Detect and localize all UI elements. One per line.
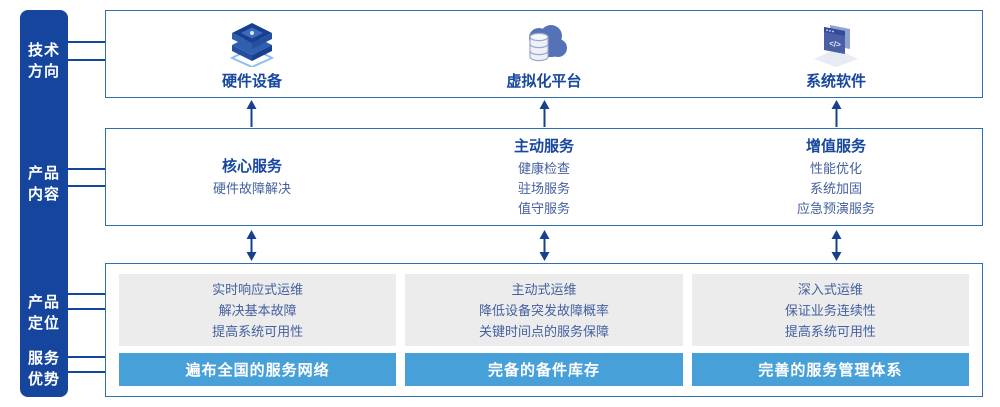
arrow-row-bottom	[105, 230, 983, 261]
positioning-point: 提高系统可用性	[784, 323, 876, 339]
positioning-point: 提高系统可用性	[212, 323, 304, 339]
positioning-point: 保证业务连续性	[784, 302, 876, 318]
arrow-cell	[105, 100, 398, 127]
connector-line	[66, 168, 106, 170]
sidebar-label-product-content: 产品 内容	[27, 165, 60, 203]
advantage-bar: 完善的服务管理体系	[691, 353, 969, 386]
double-arrow-icon	[831, 230, 842, 261]
positioning-panel: 实时响应式运维 解决基本故障 提高系统可用性	[119, 274, 397, 346]
positioning-point: 解决基本故障	[218, 302, 297, 318]
connector-line	[66, 293, 106, 295]
connector-line	[66, 41, 106, 43]
server-stack-icon	[229, 22, 275, 67]
service-column-value-added: 增值服务 性能优化 系统加固 应急预演服务	[690, 129, 982, 225]
service-item: 硬件故障解决	[212, 181, 291, 196]
tech-item-label: 虚拟化平台	[506, 72, 582, 90]
svg-text:</>: </>	[829, 39, 842, 49]
up-arrow-icon	[831, 100, 842, 127]
sidebar-label-product-positioning: 产品 定位	[27, 294, 60, 332]
service-item: 系统加固	[809, 181, 862, 196]
positioning-column-proactive: 主动式运维 降低设备突发故障概率 关键时间点的服务保障 完备的备件库存	[405, 274, 683, 386]
sidebar: 技术 方向 产品 内容 产品 定位 服务 优势	[20, 10, 68, 397]
code-window-icon: </>	[814, 24, 858, 67]
service-item: 性能优化	[809, 161, 862, 176]
tech-item-label: 系统软件	[805, 72, 866, 90]
positioning-point: 主动式运维	[511, 281, 577, 297]
cloud-database-icon	[529, 24, 567, 61]
product-positioning-row: 实时响应式运维 解决基本故障 提高系统可用性 遍布全国的服务网络 主动式运维 降…	[105, 263, 983, 397]
service-title: 主动服务	[513, 138, 574, 155]
positioning-point: 降低设备突发故障概率	[478, 302, 609, 318]
positioning-point: 深入式运维	[797, 281, 863, 297]
arrow-cell	[398, 100, 691, 127]
double-arrow-icon	[539, 230, 549, 261]
advantage-bar: 完备的备件库存	[405, 353, 683, 386]
connector-line	[66, 59, 106, 61]
service-item: 驻场服务	[517, 181, 570, 196]
advantage-bar: 遍布全国的服务网络	[119, 353, 397, 386]
positioning-panel: 主动式运维 降低设备突发故障概率 关键时间点的服务保障	[405, 274, 683, 346]
double-arrow-icon	[246, 230, 257, 261]
tech-direction-row: 硬件设备 虚拟化平台	[105, 10, 983, 98]
up-arrow-icon	[539, 100, 549, 127]
positioning-column-deep: 深入式运维 保证业务连续性 提高系统可用性 完善的服务管理体系	[691, 274, 969, 386]
tech-item-label: 硬件设备	[221, 72, 282, 90]
tech-item-virtualization: 虚拟化平台	[398, 11, 690, 97]
up-arrow-icon	[246, 100, 257, 127]
positioning-point: 实时响应式运维	[212, 281, 304, 297]
service-column-proactive: 主动服务 健康检查 驻场服务 值守服务	[398, 129, 690, 225]
connector-line	[66, 356, 106, 358]
arrow-cell	[690, 100, 983, 127]
positioning-panel: 深入式运维 保证业务连续性 提高系统可用性	[691, 274, 969, 346]
connector-line	[66, 371, 106, 373]
arrow-cell	[690, 230, 983, 261]
arrow-cell	[105, 230, 398, 261]
service-item: 值守服务	[517, 201, 570, 216]
sidebar-label-tech-direction: 技术 方向	[27, 42, 60, 80]
service-item: 健康检查	[517, 161, 570, 176]
service-title: 核心服务	[221, 158, 282, 175]
product-content-row: 核心服务 硬件故障解决 主动服务 健康检查 驻场服务 值守服务 增值服务 性能优…	[105, 128, 983, 226]
arrow-cell	[398, 230, 691, 261]
tech-item-hardware: 硬件设备	[106, 11, 398, 97]
service-column-core: 核心服务 硬件故障解决	[106, 129, 398, 225]
positioning-column-realtime: 实时响应式运维 解决基本故障 提高系统可用性 遍布全国的服务网络	[119, 274, 397, 386]
service-title: 增值服务	[805, 138, 866, 155]
tech-item-system-software: </> 系统软件	[690, 11, 982, 97]
connector-line	[66, 308, 106, 310]
service-item: 应急预演服务	[796, 201, 875, 216]
sidebar-label-service-advantage: 服务 优势	[27, 350, 60, 388]
positioning-point: 关键时间点的服务保障	[478, 323, 609, 339]
arrow-row-top	[105, 100, 983, 127]
connector-line	[66, 185, 106, 187]
